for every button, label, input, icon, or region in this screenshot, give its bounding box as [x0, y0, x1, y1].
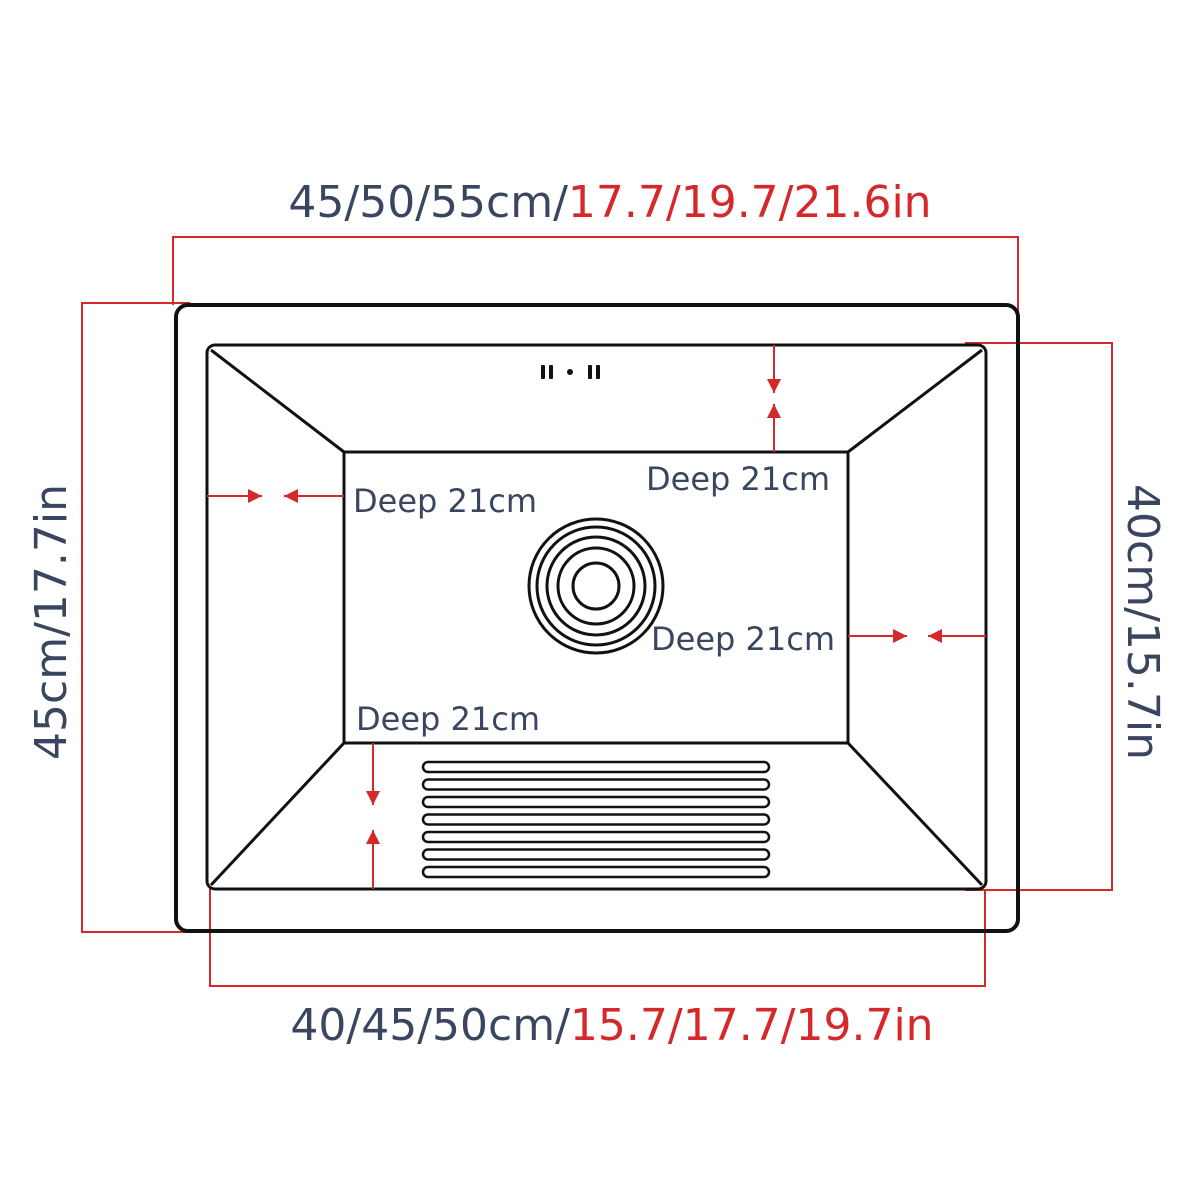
overflow-slots-icon	[541, 365, 600, 379]
sink-basin-floor	[342, 450, 850, 745]
sink-inner-rim	[205, 343, 988, 891]
top-width-metric: 45/50/55cm/	[288, 177, 568, 228]
sink-outline	[174, 303, 1020, 933]
bottom-width-line	[209, 888, 986, 987]
depth-label-top: Deep 21cm	[646, 460, 830, 498]
washboard-rib	[421, 760, 771, 774]
dimension-lines	[81, 236, 1113, 987]
bottom-width-metric: 40/45/50cm/	[290, 1000, 570, 1051]
corner-edge-top-right	[847, 348, 983, 454]
drain-icon	[527, 517, 665, 655]
depth-label-left: Deep 21cm	[353, 482, 537, 520]
washboard-rib	[421, 813, 771, 826]
washboard-rib	[421, 778, 771, 791]
corner-edge-top-left	[210, 348, 345, 454]
bottom-width-imperial: 15.7/17.7/19.7in	[570, 1000, 934, 1051]
corner-edge-bottom-right	[846, 741, 984, 887]
bottom-width-label: 40/45/50cm/15.7/17.7/19.7in	[290, 1000, 933, 1051]
right-height-label: 40cm/15.7in	[1117, 484, 1168, 760]
depth-arrows	[207, 345, 986, 889]
left-height-line	[81, 302, 190, 933]
sink-outer-rim	[174, 303, 1020, 933]
washboard-rib	[421, 795, 771, 809]
left-height-label: 45cm/17.7in	[26, 484, 77, 760]
corner-edge-bottom-left	[209, 741, 346, 887]
top-width-imperial: 17.7/19.7/21.6in	[568, 177, 932, 228]
depth-label-right: Deep 21cm	[651, 620, 835, 658]
washboard-rib	[421, 830, 771, 844]
right-height-line	[965, 342, 1113, 891]
depth-label-bottom: Deep 21cm	[356, 700, 540, 738]
top-width-line	[172, 236, 1019, 318]
washboard-rib	[421, 865, 771, 879]
top-width-label: 45/50/55cm/17.7/19.7/21.6in	[288, 177, 931, 228]
washboard-rib	[421, 848, 771, 861]
washboard-ribs-icon	[421, 760, 771, 879]
